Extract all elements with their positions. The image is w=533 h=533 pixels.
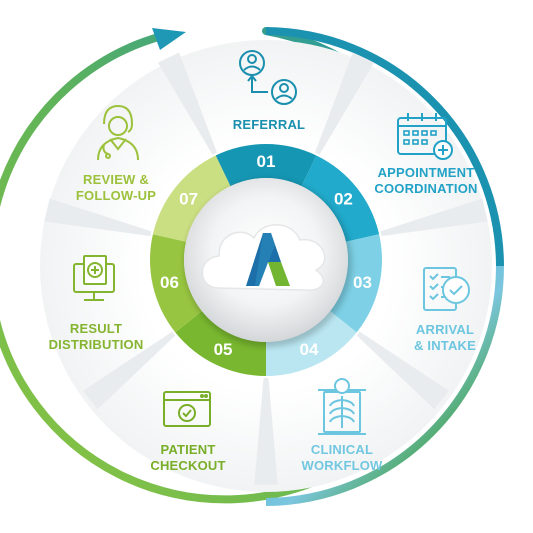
step-label-line: RESULT — [69, 321, 123, 336]
cloud-logo-icon — [201, 224, 326, 291]
step-label-result-distribution: RESULT DISTRIBUTION — [26, 321, 166, 353]
segment-03 — [330, 234, 382, 333]
step-label-line: COORDINATION — [374, 181, 478, 196]
calendar-plus-icon — [397, 113, 453, 160]
segment-divider — [157, 52, 218, 155]
segment-divider — [356, 331, 450, 410]
segment-04 — [266, 311, 357, 376]
browser-check-icon — [163, 391, 211, 427]
step-number-03: 03 — [353, 273, 372, 292]
segment-dividers — [44, 52, 488, 485]
step-label-review-follow-up: REVIEW & FOLLOW-UP — [46, 172, 186, 204]
step-label-line: REVIEW & — [83, 172, 149, 187]
step-label-line: WORKFLOW — [301, 458, 383, 473]
center-hub — [184, 178, 352, 347]
step-label-line: CHECKOUT — [150, 458, 226, 473]
step-label-line: REFERRAL — [232, 117, 306, 132]
step-label-clinical-workflow: CLINICAL WORKFLOW — [272, 442, 412, 474]
checklist-clipboard-icon — [423, 267, 470, 311]
step-number-02: 02 — [334, 189, 353, 208]
segment-06 — [150, 234, 202, 333]
xray-patient-icon — [318, 378, 366, 435]
step-label-line: FOLLOW-UP — [75, 188, 157, 203]
step-label-line: CLINICAL — [310, 442, 374, 457]
step-label-line: PATIENT — [160, 442, 216, 457]
step-label-appointment-coordination: APPOINTMENT COORDINATION — [356, 165, 496, 197]
step-number-04: 04 — [299, 340, 318, 359]
segment-divider — [254, 377, 278, 485]
medical-monitor-icon — [73, 255, 115, 301]
segment-07 — [152, 155, 231, 242]
step-number-07: 07 — [179, 189, 198, 208]
referral-users-icon — [239, 50, 297, 105]
segment-divider — [82, 331, 176, 410]
step-label-patient-checkout: PATIENT CHECKOUT — [118, 442, 258, 474]
cycle-arrow-icon — [152, 28, 186, 50]
segment-05 — [175, 311, 266, 376]
doctor-icon — [97, 104, 139, 161]
segment-divider — [314, 52, 375, 155]
segment-divider — [44, 198, 152, 237]
segment-01 — [215, 144, 317, 187]
step-number-01: 01 — [257, 152, 276, 171]
step-label-arrival-intake: ARRIVAL & INTAKE — [375, 322, 515, 354]
segment-02 — [301, 155, 380, 242]
step-label-line: APPOINTMENT — [377, 165, 475, 180]
step-number-05: 05 — [214, 340, 233, 359]
step-label-referral: REFERRAL — [199, 117, 339, 133]
segment-divider — [380, 198, 488, 237]
step-label-line: & INTAKE — [413, 338, 477, 353]
step-label-line: ARRIVAL — [415, 322, 475, 337]
step-number-06: 06 — [160, 273, 179, 292]
step-label-line: DISTRIBUTION — [48, 337, 144, 352]
inner-number-ring: 01 02 03 04 05 06 07 — [150, 144, 382, 376]
